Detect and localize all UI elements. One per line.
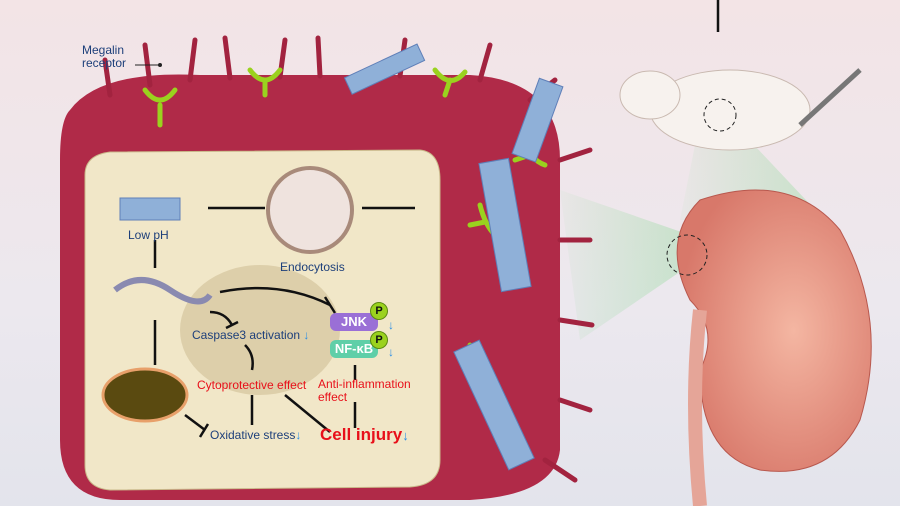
nucleus (180, 265, 340, 395)
caspase-text: Caspase3 activation (192, 328, 301, 342)
endocytosis-label: Endocytosis (280, 260, 345, 274)
kidney (676, 189, 872, 472)
caspase-label: Caspase3 activation ↓ (192, 328, 309, 342)
ureter (688, 309, 707, 506)
down-arrow-icon: ↓ (388, 345, 394, 359)
mouse-head (619, 70, 681, 120)
endosome (266, 166, 354, 254)
anti-line2: effect (318, 390, 348, 404)
phospho-badge-jnk: P (370, 302, 388, 320)
anti-line1: Anti-inflammation (318, 377, 411, 391)
oxidative-label: Oxidative stress↓ (210, 428, 301, 442)
nfkb-badge: NF-κB (330, 340, 378, 358)
zoom-beam (560, 190, 690, 340)
cell-injury-label: Cell injury↓ (320, 425, 409, 445)
down-arrow-icon: ↓ (303, 328, 310, 342)
megalin-line1: Megalin (82, 43, 125, 57)
down-arrow-icon: ↓ (295, 428, 302, 442)
pathway-arrows (153, 206, 415, 438)
degraded-dna (113, 277, 213, 305)
low-ph-label: Low pH (128, 228, 169, 242)
jnk-badge: JNK (330, 313, 378, 331)
syringe (798, 68, 862, 127)
cell-injury-text: Cell injury (320, 425, 403, 444)
cytoprotective-label: Cytoprotective effect (197, 378, 307, 392)
mitochondrion (101, 367, 189, 423)
down-arrow-icon: ↓ (388, 318, 394, 332)
oxidative-text: Oxidative stress (210, 428, 296, 442)
phospho-badge-nfkb: P (370, 331, 388, 349)
down-arrow-icon: ↓ (402, 428, 409, 443)
kidney-highlight (703, 98, 737, 132)
megalin-line2: receptor (82, 56, 127, 70)
cortex-highlight (666, 234, 708, 276)
